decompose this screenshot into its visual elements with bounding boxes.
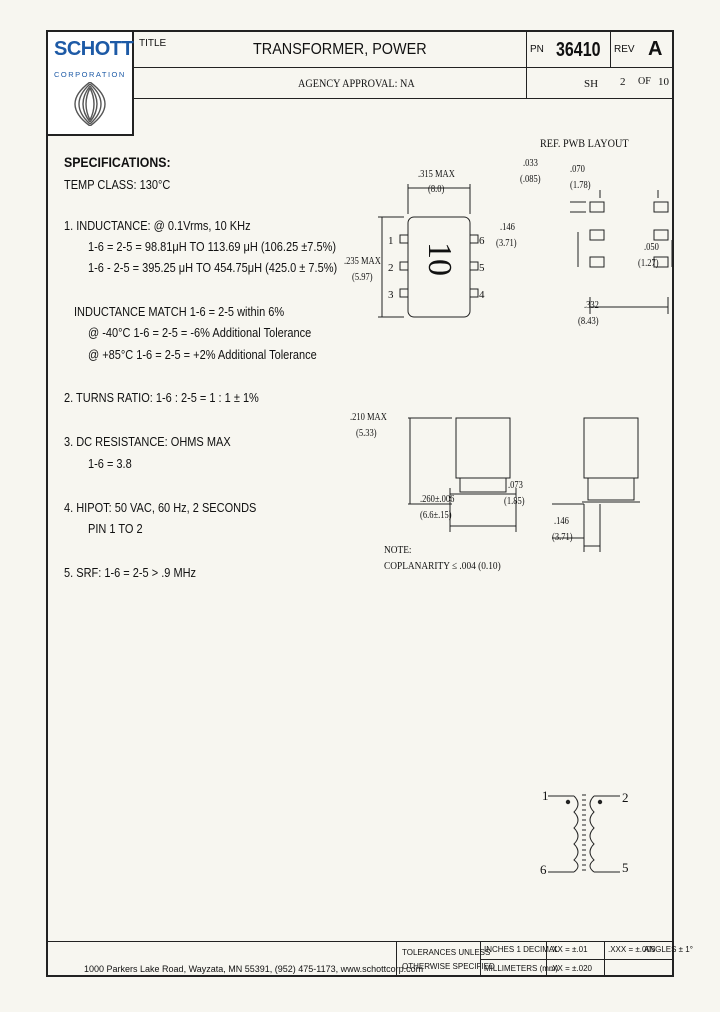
dim-033: .033 (523, 158, 538, 169)
dc-resistance-value: 1-6 = 3.8 (88, 457, 132, 471)
schematic-pin-2: 2 (622, 790, 629, 805)
pin-label-4: 4 (479, 289, 485, 301)
angles: ANGLES ± 1° (644, 945, 693, 954)
coplanarity-note: COPLANARITY ≤ .004 (0.10) (384, 560, 501, 572)
dim-260: .260±.006 (420, 494, 455, 505)
sheet-number: 2 (620, 76, 626, 88)
pn-divider (526, 32, 527, 98)
hipot-pins: PIN 1 TO 2 (88, 522, 143, 536)
pn-label: PN (530, 44, 544, 55)
mm-label: MILLIMETERS (mm) (484, 964, 559, 973)
part-number: 36410 (556, 39, 601, 61)
pin-label-2: 2 (388, 262, 394, 274)
rev-label: REV (614, 44, 635, 55)
logo-brand: SCHOTT (54, 38, 134, 60)
sheet-total: 10 (658, 76, 669, 88)
dim-146b: .146 (554, 516, 569, 527)
inductance: 1. INDUCTANCE: @ 0.1Vrms, 10 KHz (64, 219, 251, 233)
dim-033-mm: (.085) (520, 174, 541, 185)
inductance-match: INDUCTANCE MATCH 1-6 = 2-5 within 6% (74, 305, 285, 319)
tol-mm: .XX = ±.020 (550, 964, 592, 973)
schematic-pin-1: 1 (542, 788, 549, 803)
schematic-pin-5: 5 (622, 860, 629, 875)
inductance-line-1: 1-6 = 2-5 = 98.81μH TO 113.69 μH (106.25… (88, 240, 337, 254)
dim-315-mm: (8.0) (428, 184, 445, 195)
footer-top-line (48, 941, 674, 942)
pwb-layout-label: REF. PWB LAYOUT (540, 136, 629, 150)
schott-logo: SCHOTT CORPORATION (48, 32, 134, 136)
match-hot: @ +85°C 1-6 = 2-5 = +2% Additional Toler… (88, 348, 317, 362)
dim-146b-mm: (3.71) (552, 532, 573, 543)
pin-label-5: 5 (479, 262, 485, 274)
dim-210: .210 MAX (350, 412, 387, 423)
logo-waves-icon (74, 82, 106, 126)
of-label: OF (638, 76, 651, 87)
srf: 5. SRF: 1-6 = 2-5 > .9 MHz (64, 566, 197, 580)
dim-315: .315 MAX (418, 169, 455, 180)
dim-070: .070 (570, 164, 585, 175)
tol-row-divider (480, 959, 674, 960)
tol-xxx: .XXX = ±.005 (608, 945, 656, 954)
transformer-schematic (548, 794, 620, 874)
dim-332: .332 (584, 300, 599, 311)
dim-073: .073 (508, 480, 523, 491)
rev-divider (610, 32, 611, 67)
tol-line-2: OTHERWISE SPECIFIED (402, 962, 495, 971)
tol-line-1: TOLERANCES UNLESS (402, 948, 491, 957)
title-label: TITLE (139, 38, 167, 49)
inductance-line-2: 1-6 - 2-5 = 395.25 μH TO 454.75μH (425.0… (88, 261, 338, 275)
temp-class: TEMP CLASS: 130°C (64, 178, 171, 192)
dim-146: .146 (500, 222, 515, 233)
drawing-sheet: SCHOTT CORPORATION TITLE TRANSFORMER, PO… (46, 30, 693, 977)
title-block-bottom (134, 98, 674, 99)
dim-260-mm: (6.6±.15) (420, 510, 452, 521)
pin-label-1: 1 (388, 235, 394, 247)
dim-235-mm: (5.97) (352, 272, 373, 283)
dc-resistance: 3. DC RESISTANCE: OHMS MAX (64, 435, 231, 449)
dim-332-mm: (8.43) (578, 316, 599, 327)
title-row-divider (134, 67, 674, 68)
dim-146-mm: (3.71) (496, 238, 517, 249)
sheet-label: SH (584, 78, 599, 90)
dim-070-mm: (1.78) (570, 180, 591, 191)
drawing-title: TRANSFORMER, POWER (253, 41, 427, 58)
dim-210-mm: (5.33) (356, 428, 377, 439)
revision: A (648, 38, 663, 60)
company-address: 1000 Parkers Lake Road, Wayzata, MN 5539… (84, 964, 424, 974)
part-marking: 10 (421, 242, 458, 276)
dim-050-mm: (1.27) (638, 258, 659, 269)
pin-label-3: 3 (388, 289, 394, 301)
agency-approval: AGENCY APPROVAL: NA (298, 76, 415, 90)
end-view-body (583, 417, 639, 479)
dim-050: .050 (644, 242, 659, 253)
inches-label: INCHES 1 DECIMAL (484, 945, 559, 954)
schematic-pin-6: 6 (540, 862, 547, 877)
hipot: 4. HIPOT: 50 VAC, 60 Hz, 2 SECONDS (64, 501, 257, 515)
side-view-body (455, 417, 511, 479)
tol-divider-1 (396, 941, 397, 977)
turns-ratio: 2. TURNS RATIO: 1-6 : 2-5 = 1 : 1 ± 1% (64, 391, 259, 405)
logo-corporation: CORPORATION (54, 70, 126, 79)
pin-label-6: 6 (479, 235, 485, 247)
specs-heading: SPECIFICATIONS: (64, 154, 171, 170)
dim-073-mm: (1.85) (504, 496, 525, 507)
dim-235: .235 MAX (344, 256, 381, 267)
match-cold: @ -40°C 1-6 = 2-5 = -6% Additional Toler… (88, 326, 312, 340)
mechanical-drawing (378, 184, 673, 552)
tol-xx: .XX = ±.01 (550, 945, 588, 954)
note-label: NOTE: (384, 544, 412, 556)
